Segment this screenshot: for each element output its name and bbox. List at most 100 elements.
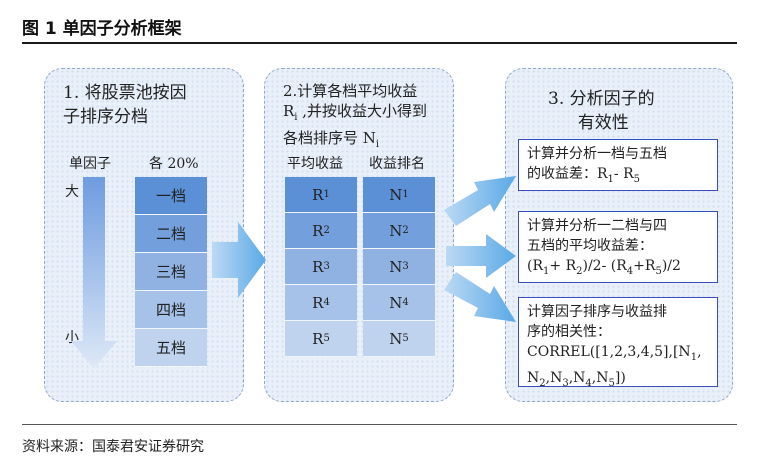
step1-title: 1. 将股票池按因 子排序分档 [63, 81, 187, 129]
step3-title: 3. 分析因子的 有效性 [548, 87, 655, 135]
box1-sub2: 5 [633, 173, 641, 185]
bucket-column-header: 各 20% [149, 156, 199, 172]
arrow-step1-to-step2 [212, 222, 266, 298]
box3-s2: 2 [539, 377, 546, 389]
rank-cell-index: 2 [402, 225, 409, 236]
step2-title: 2.计算各档平均收益 Ri ,并按收益大小得到 各档排序号 Ni [283, 81, 427, 155]
return-cell-symbol: R [312, 185, 324, 204]
step2-title-line2-b: ,并按收益大小得到 [297, 102, 428, 120]
rank-cell-index: 1 [402, 189, 409, 200]
box2-f1: (R [527, 258, 544, 274]
box3-l3a: CORREL([1,2,3,4,5],[N [527, 344, 691, 360]
step2-title-line3: 各档排序号 Ni [283, 128, 427, 155]
box3-s1: 1 [690, 351, 698, 363]
box1-sub1: 1 [607, 173, 614, 185]
box2-formula: (R1+ R2)/2- (R4+R5)/2 [527, 256, 709, 282]
box2-s1: 1 [543, 265, 550, 277]
box3-line1: 计算因子排序与收益排 [527, 304, 667, 320]
large-label: 大 [65, 184, 79, 200]
return-cell-index: 4 [323, 297, 330, 308]
arrow-to-box2 [446, 234, 516, 278]
step1-title-line2: 子排序分档 [63, 107, 148, 127]
step2-title-line3-sub: i [375, 139, 380, 150]
return-cell-index: 1 [323, 189, 330, 200]
box3-l3b: , [697, 344, 702, 360]
analysis-box-correlation: 计算因子排序与收益排 序的相关性： CORREL([1,2,3,4,5],[N1… [518, 297, 718, 389]
figure-source: 资料来源：国泰君安证券研究 [22, 439, 204, 455]
box1-line1: 计算并分析一档与五档 [527, 146, 667, 162]
step3-title-line1: 3. 分析因子的 [548, 89, 655, 109]
return-cell-symbol: R [312, 329, 324, 348]
step2-title-line3-a: 各档排序号 N [283, 129, 376, 147]
box1-text-a: 的收益差：R [527, 166, 608, 182]
bucket-cell: 五档 [135, 329, 207, 367]
box3-s3: 3 [562, 377, 569, 389]
analysis-box-avg-spread: 计算并分析一二档与四 五档的平均收益差： (R1+ R2)/2- (R4+R5)… [518, 211, 718, 283]
box3-l4d: ,N [591, 369, 609, 386]
step3-title-line2: 有效性 [577, 113, 629, 133]
rank-column-header: 收益排名 [369, 156, 425, 172]
top-rule [22, 42, 737, 44]
bucket-cell: 一档 [135, 177, 207, 215]
box2-f3: )/2- (R [582, 258, 627, 274]
rank-cell-symbol: N [389, 257, 403, 276]
bucket-cell: 四档 [135, 291, 207, 329]
return-cell-index: 3 [323, 261, 330, 272]
box2-f2: + R [549, 258, 577, 274]
factor-down-arrow [71, 177, 117, 369]
factor-column-header: 单因子 [69, 156, 111, 172]
bottom-rule [22, 424, 737, 425]
box3-line4: N2,N3,N4,N5]) [527, 368, 709, 394]
box2-s4: 5 [655, 265, 662, 277]
step2-panel: 2.计算各档平均收益 Ri ,并按收益大小得到 各档排序号 Ni 平均收益 收益… [264, 68, 454, 402]
box3-l4e: ]) [614, 369, 626, 386]
step2-title-line1: 2.计算各档平均收益 [283, 82, 418, 100]
box3-line2: 序的相关性： [527, 324, 611, 340]
rank-cell-symbol: N [389, 185, 403, 204]
analysis-box-spread: 计算并分析一档与五档 的收益差：R1- R5 [518, 139, 718, 191]
box2-s3: 4 [626, 265, 634, 277]
box3-l4b: ,N [545, 369, 563, 386]
box2-line2: 五档的平均收益差： [527, 238, 653, 254]
rank-cell-index: 5 [402, 333, 409, 344]
return-cell-index: 2 [323, 225, 330, 236]
bucket-cell: 二档 [135, 215, 207, 253]
box3-line3: CORREL([1,2,3,4,5],[N1, [527, 342, 709, 368]
box1-text-b: - R [613, 166, 634, 182]
box2-s2: 2 [576, 265, 583, 277]
rank-cell-symbol: N [389, 293, 403, 312]
box3-s4: 4 [585, 377, 592, 389]
box2-line1: 计算并分析一二档与四 [527, 218, 667, 234]
rank-cell-index: 4 [402, 297, 409, 308]
bucket-cell: 三档 [135, 253, 207, 291]
box3-l4a: N [527, 369, 540, 386]
rank-cell-symbol: N [389, 329, 403, 348]
box3-l4c: ,N [568, 369, 586, 386]
return-cell-symbol: R [312, 221, 324, 240]
return-cell-symbol: R [312, 257, 324, 276]
step2-title-line2-sub: i [294, 112, 298, 123]
figure-title: 图 1 单因子分析框架 [22, 19, 182, 39]
arrow-to-box1 [444, 176, 516, 226]
step3-panel: 3. 分析因子的 有效性 计算并分析一档与五档 的收益差：R1- R5 计算并分… [505, 68, 733, 402]
box1-line2: 的收益差：R1- R5 [527, 164, 709, 190]
return-cell-index: 5 [323, 333, 330, 344]
rank-cell-index: 3 [402, 261, 409, 272]
return-column-header: 平均收益 [287, 156, 343, 172]
step1-panel: 1. 将股票池按因 子排序分档 单因子 各 20% 大 小 一档二档三档四档五档 [44, 68, 244, 402]
step2-title-line2: Ri ,并按收益大小得到 [283, 101, 427, 128]
rank-cell-symbol: N [389, 221, 403, 240]
step1-title-line1: 1. 将股票池按因 [63, 83, 187, 103]
box2-f4: +R [633, 258, 656, 274]
